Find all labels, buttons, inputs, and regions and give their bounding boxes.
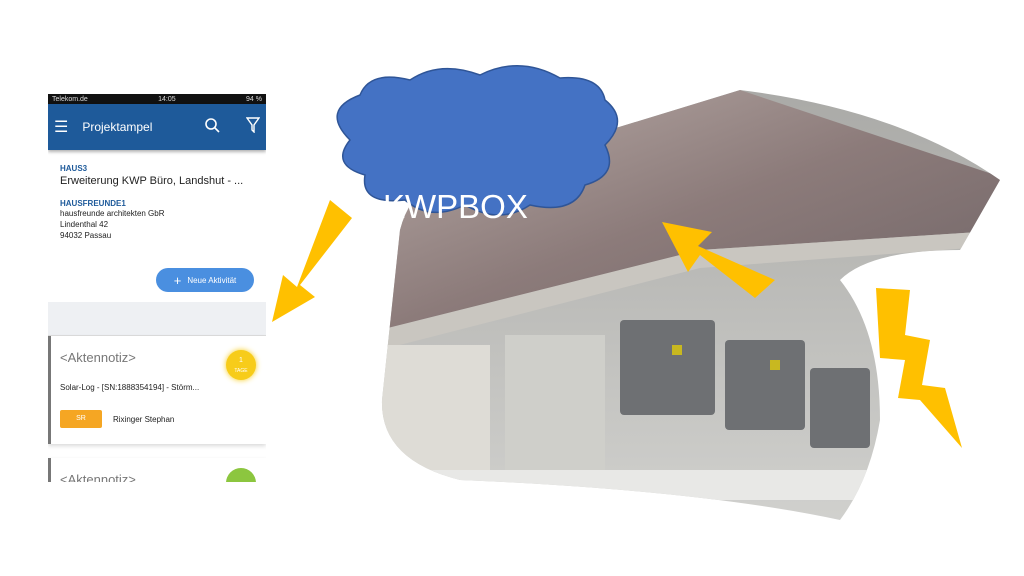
days-badge: [226, 468, 256, 482]
days-badge: 1 TAGE: [226, 350, 256, 380]
client-code: HAUSFREUNDE1: [60, 199, 126, 208]
plus-icon: +: [173, 272, 182, 288]
project-info[interactable]: HAUS3 Erweiterung KWP Büro, Landshut - .…: [48, 150, 266, 241]
client-street: Lindenthal 42: [60, 220, 109, 229]
new-activity-button[interactable]: + Neue Aktivität: [156, 268, 254, 292]
badge-number: 1: [239, 357, 243, 364]
activity-card[interactable]: <Aktennotiz> 1 TAGE Solar-Log - [SN:1888…: [48, 336, 266, 444]
activity-card[interactable]: <Aktennotiz>: [48, 458, 266, 482]
arrows: [272, 200, 962, 448]
section-divider: [48, 302, 266, 336]
card-subject: Solar-Log - [SN:1888354194] - Störm...: [60, 383, 200, 392]
person-name: Rixinger Stephan: [113, 415, 175, 424]
search-icon[interactable]: [204, 117, 220, 138]
cloud-shape: [336, 65, 619, 216]
app-bar: ☰ Projektampel: [48, 104, 266, 150]
app-title: Projektampel: [82, 120, 153, 134]
project-code: HAUS3: [60, 164, 88, 173]
battery: 94 %: [246, 95, 262, 103]
carrier: Telekom.de: [52, 95, 88, 103]
card-title: <Aktennotiz>: [60, 472, 136, 482]
status-bar: Telekom.de 14:05 94 %: [48, 94, 266, 104]
filter-icon[interactable]: [245, 116, 261, 138]
client-name: hausfreunde architekten GbR: [60, 209, 165, 218]
phone-screen: Telekom.de 14:05 94 % ☰ Projektampel HAU…: [48, 94, 266, 482]
hamburger-icon[interactable]: ☰: [54, 119, 69, 136]
cloud-label: KWPBOX: [383, 188, 528, 225]
clock: 14:05: [158, 95, 176, 103]
client-city: 94032 Passau: [60, 231, 112, 240]
card-title: <Aktennotiz>: [60, 350, 136, 365]
project-name: Erweiterung KWP Büro, Landshut - ...: [60, 175, 244, 187]
badge-unit: TAGE: [234, 368, 248, 374]
initials-tag: SR: [60, 410, 102, 428]
new-activity-label: Neue Aktivität: [187, 275, 237, 285]
